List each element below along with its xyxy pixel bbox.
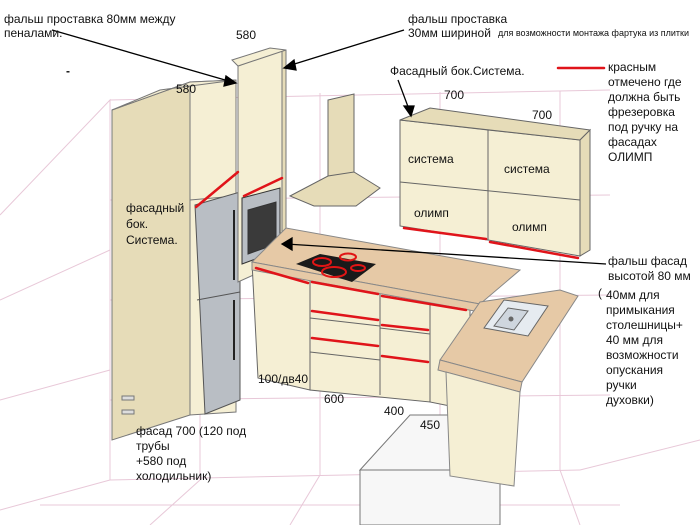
label-paren-open: ( — [598, 286, 602, 300]
burner — [350, 264, 366, 272]
fridge-front — [194, 191, 241, 415]
milling-marker — [380, 294, 468, 312]
arrow-filler-30 — [287, 29, 405, 67]
pantry-left-top — [111, 79, 237, 111]
milling-marker — [194, 170, 240, 209]
label-dim-700-a: 700 — [444, 88, 465, 102]
arrow-filler-30-head — [282, 58, 297, 71]
fridge — [194, 191, 241, 415]
drawer-line — [379, 327, 431, 335]
label-upper-left-olimp: олимп — [414, 206, 449, 220]
arrow-false-facade — [285, 243, 607, 265]
milling-markers — [194, 66, 606, 364]
hob — [296, 252, 376, 282]
label-upper-right-system: система — [504, 162, 550, 176]
label-false-facade-80: фальш фасад высотой 80 мм — [608, 254, 691, 283]
arrow-filler-80 — [51, 29, 233, 83]
peninsula-base — [445, 371, 521, 487]
burner — [339, 252, 357, 262]
label-filler-30-width: фальш проставка 30мм шириной — [408, 12, 508, 40]
label-facade-700-note: фасад 700 (120 под трубы +580 под холоди… — [136, 424, 247, 483]
label-dim-580-side: 580 — [176, 82, 197, 96]
drawer-line — [309, 351, 381, 361]
annotation-arrows — [51, 29, 607, 265]
drawer-line — [309, 317, 381, 327]
label-upper-right-olimp: олимп — [512, 220, 547, 234]
grid-line — [149, 479, 201, 525]
burner — [321, 266, 347, 278]
milling-marker — [254, 266, 310, 285]
burner — [312, 257, 332, 267]
label-dim-450: 450 — [420, 418, 441, 432]
grid-line — [0, 249, 111, 301]
countertop — [250, 227, 579, 487]
floor-outline — [0, 98, 111, 511]
arrow-facade-side-head — [402, 105, 415, 118]
milling-marker — [488, 240, 580, 260]
label-dim-100-dv40: 100/дв40 — [258, 372, 309, 386]
label-false-facade-note: 40мм для примыкания столешницы+ 40 мм дл… — [606, 288, 683, 407]
upper-right-cabinet — [487, 129, 581, 257]
label-tile-apron-note: для возможности монтажа фартука из плитк… — [498, 28, 690, 38]
fridge-split — [196, 291, 241, 301]
label-facade-side-system-top: Фасадный бок.Система. — [390, 64, 525, 78]
pantry-right-top — [231, 47, 287, 67]
milling-marker — [310, 280, 380, 296]
milling-marker — [402, 226, 488, 241]
extractor-hood — [288, 93, 381, 207]
sink-drain — [508, 316, 514, 322]
label-dim-600: 600 — [324, 392, 345, 406]
arrow-filler-80-head — [223, 74, 238, 87]
upper-split — [399, 181, 581, 201]
label-dim-580-top: 580 — [236, 28, 257, 42]
upper-right-side — [579, 128, 591, 257]
label-facade-side-system-left: фасадный бок. Система. — [126, 201, 185, 247]
label-dim-400: 400 — [384, 404, 405, 418]
legend-text: красным отмечено где должна быть фрезеро… — [608, 60, 682, 164]
sink — [483, 299, 549, 337]
label-filler-80-between: фальш проставка 80мм между пеналами. — [4, 12, 176, 40]
pantry-handle — [121, 409, 135, 415]
milling-marker — [380, 354, 430, 364]
milling-marker — [242, 176, 284, 198]
upper-left-cabinet — [399, 119, 489, 241]
upper-cabinets — [399, 107, 592, 257]
pantry-handle — [121, 395, 135, 401]
milling-marker — [380, 323, 430, 332]
milling-marker — [310, 309, 380, 322]
grid-line — [559, 469, 581, 525]
grid-line — [289, 474, 321, 525]
hood-canopy — [288, 171, 381, 207]
label-upper-left-system: система — [408, 152, 454, 166]
pantry-left-side — [111, 81, 191, 441]
milling-marker — [310, 336, 380, 348]
grid-line — [0, 369, 111, 401]
label-dim-700-b: 700 — [532, 108, 553, 122]
grid-line — [579, 439, 700, 471]
label-minus-mark: - — [66, 64, 70, 78]
arrow-false-facade-head — [280, 236, 293, 252]
